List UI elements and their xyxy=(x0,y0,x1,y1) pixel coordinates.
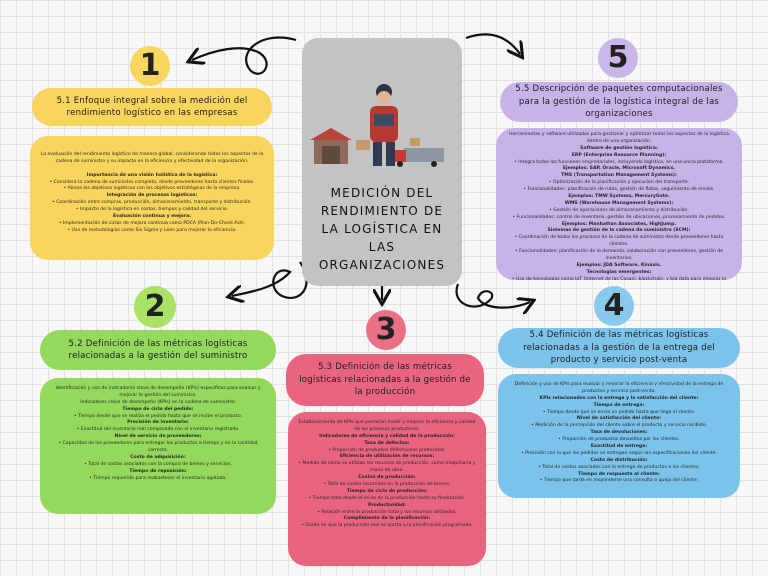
card-text-line: • Capacidad de los proveedores para entr… xyxy=(58,441,258,454)
card-subheading: Precisión de inventario: xyxy=(127,420,189,426)
card-subheading: WMS (Warehouse Management Systems): xyxy=(564,200,674,206)
arrow-to-section-4 xyxy=(455,283,530,308)
section-4-card: Definición y uso de KPIs para evaluar y … xyxy=(498,374,740,498)
card-text-line: Herramientas y software utilizados para … xyxy=(509,132,729,144)
card-subheading: Eficiencia de utilización de recursos: xyxy=(339,454,435,460)
arrow-to-section-1 xyxy=(192,36,297,75)
card-text-line: Definición y uso de KPIs para evaluar y … xyxy=(514,382,724,394)
card-subheading: ERP (Enterprise Resource Planning): xyxy=(571,152,667,158)
card-text-line: • Relación entre la producción total y l… xyxy=(317,509,457,515)
section-4-number-circle: 4 xyxy=(594,286,634,326)
card-text-line: • Uso de metodologías como Six Sigma y L… xyxy=(67,227,237,233)
card-subheading: KPIs relacionados con la entrega y la sa… xyxy=(539,395,699,401)
arrow-to-section-5 xyxy=(465,33,520,54)
card-text-line: • Precisión con la que los pedidos se en… xyxy=(521,450,717,456)
section-2-card: Identificación y uso de indicadores clav… xyxy=(40,378,276,514)
card-text-line: Indicadores clave de desempeño (KPIs) en… xyxy=(80,399,236,405)
card-text-line: • Grado en que la producción real se aju… xyxy=(301,523,473,529)
card-subheading: Ejemplos: TMW Systems, MercuryGate. xyxy=(568,194,670,200)
card-subheading: Tiempo de ciclo del pedido: xyxy=(122,406,194,412)
section-4-heading: 5.4 Definición de las métricas logística… xyxy=(498,328,740,368)
section-5-number: 5 xyxy=(607,40,629,75)
card-subheading: Ejemplos: SAP, Oracle, Microsoft Dynamic… xyxy=(562,166,676,172)
section-5-number-circle: 5 xyxy=(598,38,638,78)
card-text-line: • Integra todas las funciones empresaria… xyxy=(514,159,724,165)
card-text-line: Identificación y uso de indicadores clav… xyxy=(55,386,261,398)
card-text-line: • Coordinación entre compras, producción… xyxy=(52,200,252,206)
card-text-line: • Medición de la percepción del cliente … xyxy=(531,423,707,429)
section-2-number: 2 xyxy=(144,289,166,324)
card-text-line: • Tiempo desde que se envía un pedido ha… xyxy=(542,409,696,415)
card-text-line: • Considera la cadena de suministro comp… xyxy=(49,179,255,185)
card-subheading: Tasa de defectos: xyxy=(364,440,410,446)
card-subheading: Evaluación continua y mejora: xyxy=(112,214,192,220)
card-subheading: Software de gestión logística: xyxy=(580,145,658,151)
section-1-number-circle: 1 xyxy=(130,46,170,86)
card-text-line: • Exactitud del inventario real comparad… xyxy=(76,427,240,433)
card-text-line: • Medida de cómo se utilizan los recurso… xyxy=(298,461,476,474)
card-text-line: • Alinea los objetivos logísticos con lo… xyxy=(63,186,241,192)
section-2-number-circle: 2 xyxy=(134,286,176,328)
card-text-line: • Total de costos asociados con la entre… xyxy=(538,464,700,470)
card-text-line: • Tiempo total desde el inicio de la pro… xyxy=(308,495,466,501)
card-subheading: Importancia de una visión holística de l… xyxy=(86,172,218,178)
card-text-line: Establecimiento de KPIs que permitan med… xyxy=(298,420,476,432)
section-3-heading: 5.3 Definición de las métricas logística… xyxy=(286,354,484,406)
card-subheading: Tecnologías emergentes: xyxy=(586,269,652,275)
card-text-line: • Impacto de la logística en costos, tie… xyxy=(75,207,229,213)
arrow-to-section-2 xyxy=(232,261,308,298)
card-text-line: • Tiempo desde que se realiza el pedido … xyxy=(73,413,243,419)
card-text-line: • Gestión de operaciones de almacenamien… xyxy=(549,207,689,213)
card-subheading: Cumplimiento de la planificación: xyxy=(343,516,431,522)
section-3-number-circle: 3 xyxy=(366,310,406,350)
card-subheading: Tiempo de reposición: xyxy=(129,468,187,474)
center-panel: MEDICIÓN DEL RENDIMIENTO DE LA LOGÍSTICA… xyxy=(302,38,462,286)
section-3-number: 3 xyxy=(375,312,397,347)
section-2-heading: 5.2 Definición de las métricas logística… xyxy=(40,330,276,370)
card-subheading: Integración de procesos logísticos: xyxy=(106,193,198,199)
section-1-card: La evaluación del rendimiento logístico … xyxy=(30,136,274,260)
card-subheading: Costos de producción: xyxy=(358,475,416,481)
card-subheading: Nivel de satisfacción del cliente: xyxy=(576,416,662,422)
logistics-illustration xyxy=(310,84,444,167)
card-subheading: Exactitud de entrega: xyxy=(590,444,648,450)
card-subheading: Ejemplos: JDA Software, Kinaxis. xyxy=(576,262,662,268)
section-1-number: 1 xyxy=(139,48,161,83)
card-text-line xyxy=(40,166,264,173)
card-text-line: • Proporción de productos devueltos por … xyxy=(558,437,680,443)
card-text-line: • Coordinación de todos los procesos de … xyxy=(514,235,724,248)
card-text-line: • Tiempo requerido para reabastecer el i… xyxy=(89,475,227,481)
card-subheading: Tiempo de ciclo de producción: xyxy=(346,488,428,494)
card-text-line: • Total de costos incurridos en la produ… xyxy=(323,482,451,488)
section-1-heading: 5.1 Enfoque integral sobre la medición d… xyxy=(32,88,272,126)
card-subheading: Sistemas de gestión de la cadena de sumi… xyxy=(547,228,691,234)
main-title: MEDICIÓN DEL RENDIMIENTO DE LA LOGÍSTICA… xyxy=(318,186,446,272)
card-text-line: • Uso de tecnologías como IoT (Internet … xyxy=(511,276,727,280)
section-5-card: Herramientas y software utilizados para … xyxy=(496,128,742,280)
card-subheading: Nivel de servicio de proveedores: xyxy=(114,434,202,440)
section-5-heading: 5.5 Descripción de paquetes computaciona… xyxy=(500,82,738,122)
card-subheading: Productividad: xyxy=(368,502,406,508)
card-subheading: Costo de adquisición: xyxy=(130,454,186,460)
card-subheading: Tiempo de respuesta al cliente: xyxy=(578,471,660,477)
card-text-line: • Proporción de productos defectuosos pr… xyxy=(328,447,446,453)
card-text-line: • Funcionalidades: planificación de la d… xyxy=(514,249,724,262)
card-text-line: La evaluación del rendimiento logístico … xyxy=(40,152,264,164)
card-subheading: Tiempo de entrega: xyxy=(593,402,645,408)
section-4-number: 4 xyxy=(603,288,625,323)
card-text-line: • Implementación de ciclos de mejora con… xyxy=(58,220,246,226)
card-subheading: Tasa de devoluciones: xyxy=(590,430,648,436)
card-text-line: • Optimización de la planificación y eje… xyxy=(548,180,690,186)
card-text-line: • Total de costos asociados con la compr… xyxy=(84,461,232,467)
card-subheading: Indicadores de eficiencia y calidad de l… xyxy=(319,433,455,439)
section-3-card: Establecimiento de KPIs que permitan med… xyxy=(288,412,486,566)
card-text-line: • Funcionalidades: control de inventario… xyxy=(512,214,726,220)
card-subheading: Ejemplos: Manhattan Associates, HighJump… xyxy=(561,221,677,227)
card-subheading: Costo de distribución: xyxy=(590,457,648,463)
card-subheading: TMS (Transportation Management Systems): xyxy=(561,173,677,179)
card-text-line: • Funcionalidades: planificación de ruta… xyxy=(523,187,715,193)
card-text-line: • Tiempo que tarda en responderse una co… xyxy=(539,478,699,484)
